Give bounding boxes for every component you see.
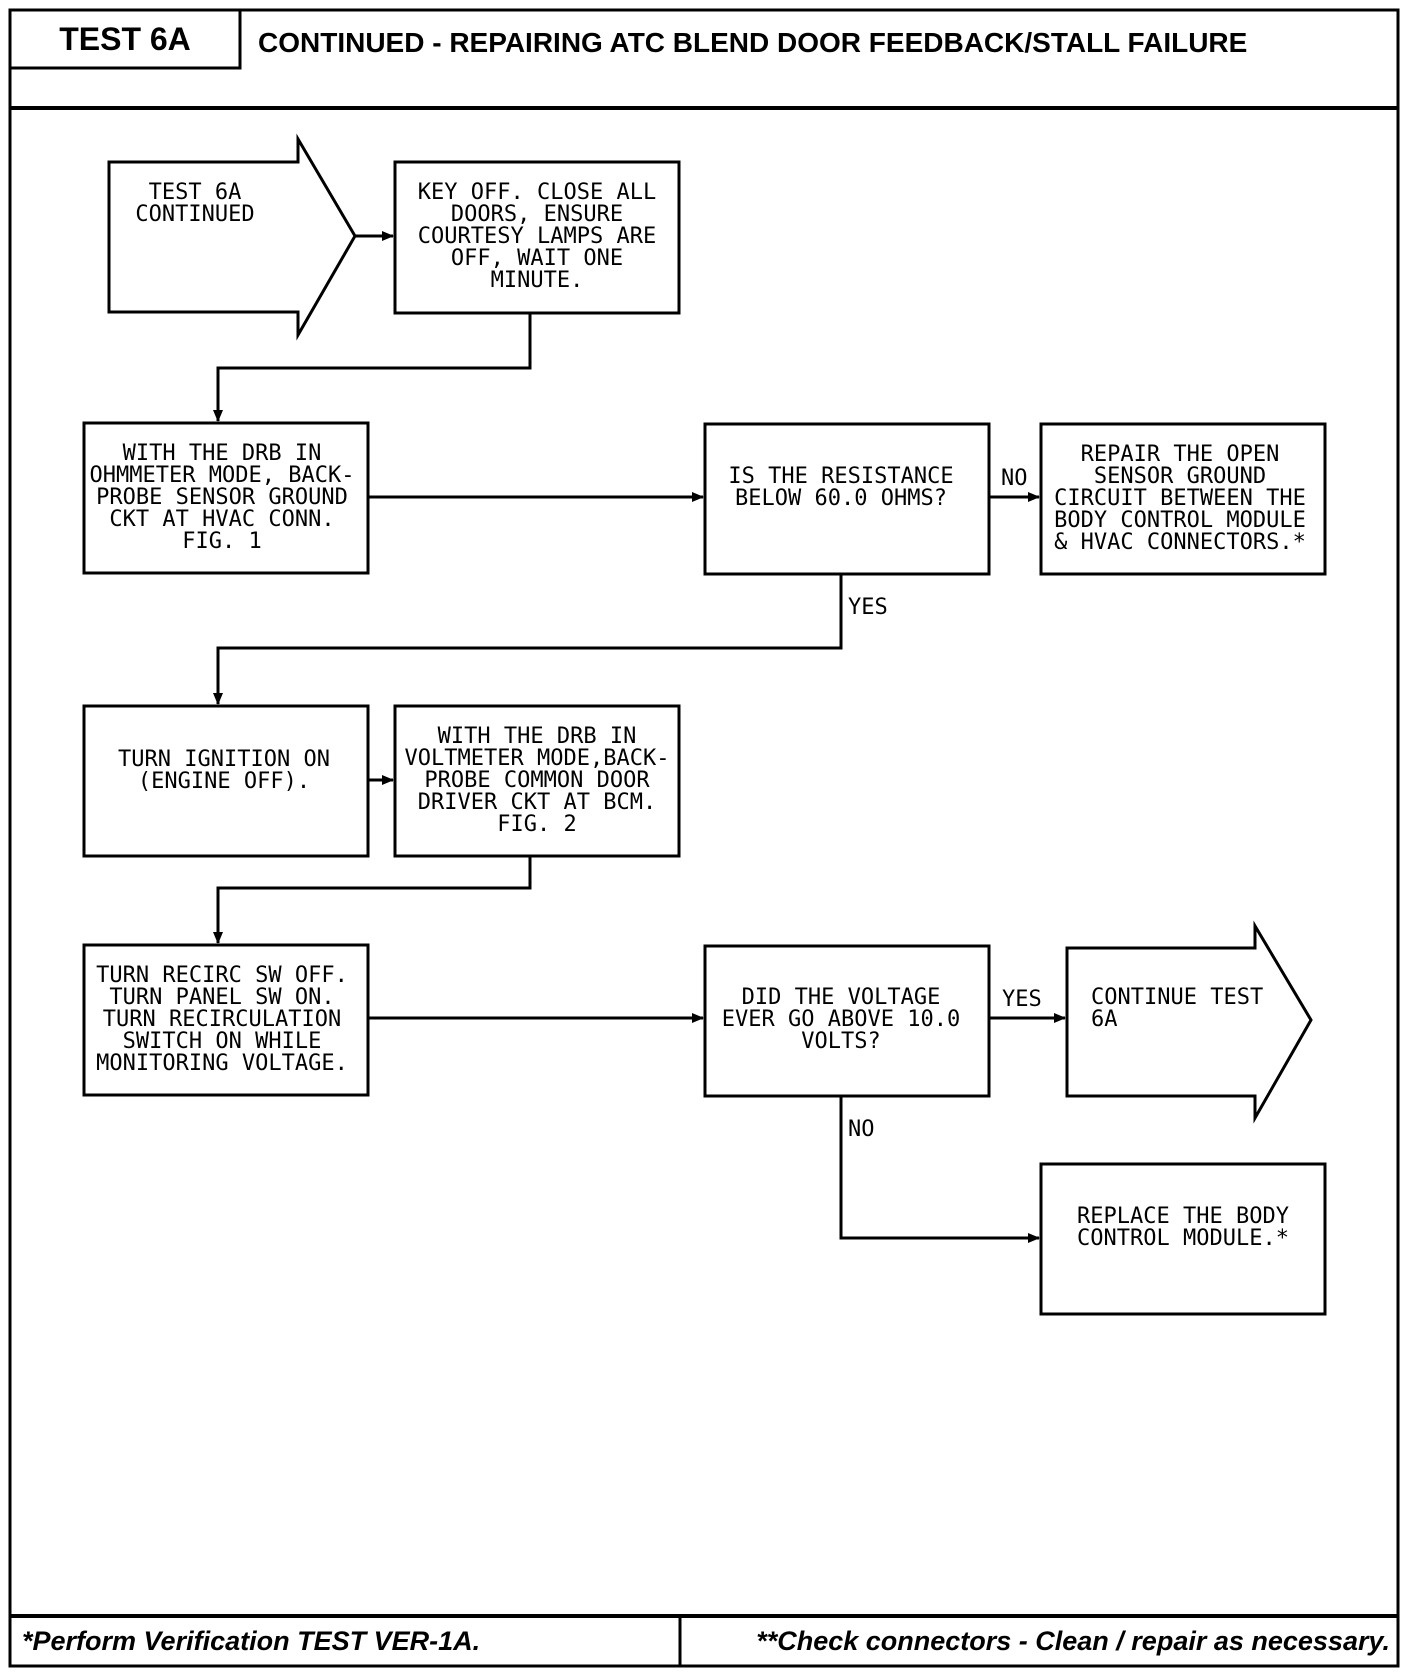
repair-open-circuit-text-line: SENSOR GROUND [1094, 464, 1266, 489]
continue-test-text-line: CONTINUE TEST [1091, 985, 1263, 1010]
key-off-step-text-line: OFF, WAIT ONE [451, 246, 623, 271]
voltmeter-step-text-line: DRIVER CKT AT BCM. [418, 790, 656, 815]
continue-arrow-shape [1065, 920, 1313, 1124]
connector-key-off-to-ohmmeter [213, 313, 532, 422]
recirc-switch-step-text-line: MONITORING VOLTAGE. [96, 1051, 348, 1076]
voltmeter-step-box [393, 704, 681, 858]
page-title: CONTINUED - REPAIRING ATC BLEND DOOR FEE… [258, 27, 1247, 58]
start-arrow-shape [107, 133, 357, 341]
recirc-switch-step-text-line: TURN RECIRCULATION [103, 1007, 341, 1032]
recirc-switch-step-text: TURN RECIRC SW OFF.TURN PANEL SW ON.TURN… [96, 963, 348, 1076]
voltmeter-step-text-line: PROBE COMMON DOOR [424, 768, 650, 793]
key-off-step-text-line: COURTESY LAMPS ARE [418, 224, 656, 249]
replace-bcm-text-line: CONTROL MODULE.* [1077, 1226, 1289, 1251]
ohmmeter-step-text-line: WITH THE DRB IN [123, 441, 322, 466]
voltmeter-step-text-line: WITH THE DRB IN [438, 724, 637, 749]
recirc-switch-step-text-line: TURN PANEL SW ON. [109, 985, 334, 1010]
repair-open-circuit-text-line: CIRCUIT BETWEEN THE [1054, 486, 1306, 511]
ignition-on-step-text: TURN IGNITION ON(ENGINE OFF). [118, 747, 330, 794]
ignition-on-step-text-line: (ENGINE OFF). [138, 769, 310, 794]
footer-connector-note: **Check connectors - Clean / repair as n… [756, 1626, 1390, 1656]
connector-voltmeter-to-recirc [213, 856, 532, 944]
ohmmeter-step-text-line: PROBE SENSOR GROUND [96, 485, 348, 510]
ohmmeter-step-text-line: CKT AT HVAC CONN. [109, 507, 334, 532]
voltmeter-step-text-line: FIG. 2 [497, 812, 576, 837]
connector-voltage-no [839, 1096, 1040, 1243]
repair-open-circuit-box [1039, 422, 1327, 576]
label-voltage-yes: YES [1002, 987, 1042, 1012]
test-label: TEST 6A [59, 21, 191, 57]
label-voltage-no: NO [848, 1117, 875, 1142]
replace-bcm-text-line: REPLACE THE BODY [1077, 1204, 1289, 1229]
label-resistance-no: NO [1001, 466, 1028, 491]
repair-open-circuit-text-line: & HVAC CONNECTORS.* [1054, 530, 1306, 555]
voltage-decision-text-line: VOLTS? [801, 1029, 880, 1054]
connectors [213, 231, 1066, 1243]
label-resistance-yes: YES [848, 595, 888, 620]
recirc-switch-step-text-line: TURN RECIRC SW OFF. [96, 963, 348, 988]
key-off-step-text-line: KEY OFF. CLOSE ALL [418, 180, 656, 205]
page-frame [8, 8, 1400, 1668]
voltage-decision-text-line: DID THE VOLTAGE [742, 985, 941, 1010]
voltage-decision-box [703, 944, 991, 1098]
recirc-switch-step-box [82, 943, 370, 1097]
ohmmeter-step-text-line: OHMMETER MODE, BACK- [90, 463, 355, 488]
flowchart [82, 133, 1327, 1316]
voltmeter-step-text-line: VOLTMETER MODE,BACK- [405, 746, 670, 771]
voltage-decision-text-line: EVER GO ABOVE 10.0 [722, 1007, 960, 1032]
start-text-line: TEST 6A [149, 180, 242, 205]
ohmmeter-step-text-line: FIG. 1 [182, 529, 261, 554]
key-off-step-box [393, 160, 681, 315]
ignition-on-step-text-line: TURN IGNITION ON [118, 747, 330, 772]
start-text-line: CONTINUED [135, 202, 254, 227]
continue-test-text-line: 6A [1091, 1007, 1118, 1032]
resistance-decision-text-line: IS THE RESISTANCE [728, 464, 953, 489]
repair-open-circuit-text-line: REPAIR THE OPEN [1081, 442, 1280, 467]
resistance-decision-text-line: BELOW 60.0 OHMS? [735, 486, 947, 511]
recirc-switch-step-text-line: SWITCH ON WHILE [123, 1029, 322, 1054]
key-off-step-text-line: DOORS, ENSURE [451, 202, 623, 227]
connector-resistance-yes [213, 574, 843, 705]
replace-bcm-box [1039, 1162, 1327, 1316]
header: TEST 6A CONTINUED - REPAIRING ATC BLEND … [8, 8, 1398, 110]
repair-open-circuit-text-line: BODY CONTROL MODULE [1054, 508, 1306, 533]
resistance-decision-box [703, 422, 991, 576]
test-label-box [8, 8, 242, 70]
footer: *Perform Verification TEST VER-1A. **Che… [10, 1614, 1398, 1666]
key-off-step-text-line: MINUTE. [491, 268, 584, 293]
footer-verification-note: *Perform Verification TEST VER-1A. [22, 1626, 480, 1656]
